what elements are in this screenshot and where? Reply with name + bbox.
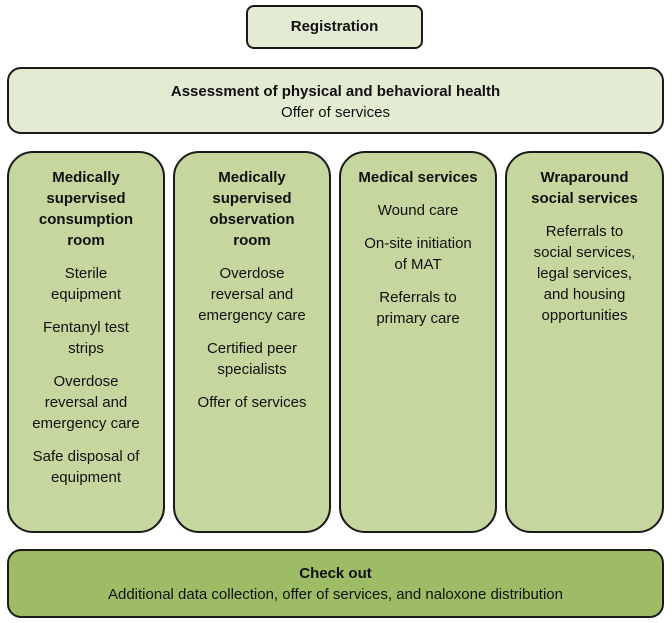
registration-box: Registration — [246, 5, 423, 49]
service-column-medical-services: Medical services Wound care On-site init… — [339, 151, 497, 533]
service-item: Fentanyl test strips — [43, 319, 129, 357]
assessment-subtitle: Offer of services — [281, 104, 390, 121]
service-item: Sterile equipment — [50, 265, 122, 303]
service-item: Wound care — [377, 202, 459, 219]
service-item: Certified peer specialists — [206, 340, 298, 378]
service-item: Referrals to primary care — [376, 289, 460, 327]
column-title: Medically supervised consumption room — [38, 169, 134, 249]
service-column-observation-room: Medically supervised observation room Ov… — [173, 151, 331, 533]
service-item: On-site initiation of MAT — [364, 235, 472, 273]
service-item: Overdose reversal and emergency care — [32, 373, 140, 432]
checkout-title: Check out — [299, 565, 372, 582]
service-item: Safe disposal of equipment — [32, 448, 140, 486]
column-title: Medical services — [358, 169, 478, 186]
service-column-wraparound-social: Wraparound social services Referrals to … — [505, 151, 664, 533]
assessment-title: Assessment of physical and behavioral he… — [170, 83, 501, 100]
checkout-subtitle: Additional data collection, offer of ser… — [107, 586, 563, 603]
column-title: Wraparound social services — [531, 169, 638, 207]
column-title: Medically supervised observation room — [209, 169, 295, 249]
service-item: Offer of services — [197, 394, 307, 411]
assessment-box: Assessment of physical and behavioral he… — [7, 67, 664, 134]
service-item: Referrals to social services, legal serv… — [533, 223, 636, 324]
checkout-box: Check out Additional data collection, of… — [7, 549, 664, 618]
service-item: Overdose reversal and emergency care — [198, 265, 306, 324]
service-column-consumption-room: Medically supervised consumption room St… — [7, 151, 165, 533]
registration-label: Registration — [290, 18, 379, 35]
